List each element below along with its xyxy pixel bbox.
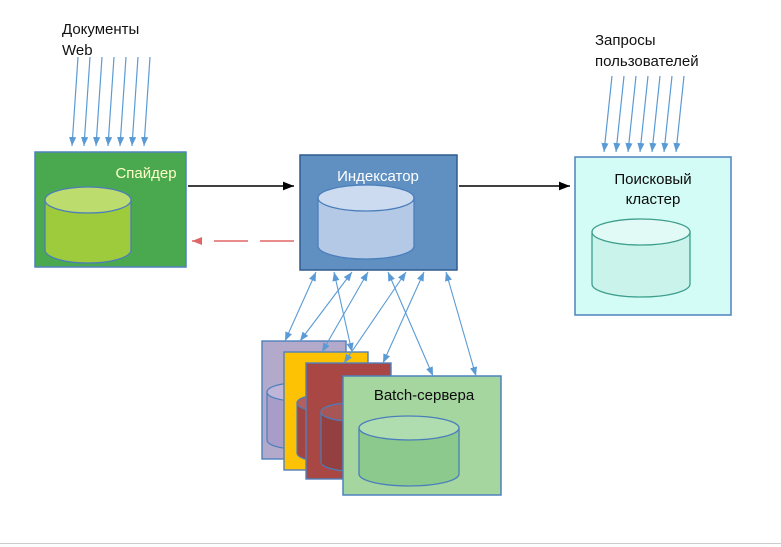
spider-database-cylinder-top xyxy=(44,186,132,214)
document-arrow xyxy=(141,56,151,147)
indexer-node: Индексатор xyxy=(299,154,458,271)
indexer-batch-arrows xyxy=(284,271,477,377)
web-documents-label-line1: Документы xyxy=(62,21,139,38)
query-arrow xyxy=(625,75,637,153)
document-arrow xyxy=(105,56,115,147)
query-arrow xyxy=(673,75,685,153)
query-arrow xyxy=(601,75,613,153)
web-documents-annotation: Документы Web xyxy=(62,21,139,59)
user-queries-label-line1: Запросы xyxy=(595,32,656,49)
batch-servers-cylinder-body xyxy=(358,427,460,487)
query-arrow xyxy=(661,75,673,153)
batch-servers-label: Batch-сервера xyxy=(374,387,475,404)
documents-to-spider-arrows xyxy=(69,56,151,147)
indexer-batch-arrow xyxy=(299,271,353,342)
web-documents-label-line2: Web xyxy=(62,42,93,59)
document-arrow xyxy=(93,56,103,147)
spider-database-cylinder-body xyxy=(44,199,132,264)
spider-node: Спайдер xyxy=(34,151,187,268)
query-arrow xyxy=(613,75,625,153)
document-arrow xyxy=(129,56,139,147)
indexer-database-cylinder-top xyxy=(317,184,415,212)
document-arrow xyxy=(117,56,127,147)
indexer-batch-arrow xyxy=(445,271,477,377)
search-cluster-node: Поисковый кластер xyxy=(574,156,732,316)
query-arrow xyxy=(649,75,661,153)
indexer-batch-arrow xyxy=(321,271,369,353)
indexer-database-cylinder-body xyxy=(317,197,415,260)
indexer-batch-arrow xyxy=(284,271,317,342)
queries-to-cluster-arrows xyxy=(601,75,685,153)
spider-label: Спайдер xyxy=(115,165,176,182)
document-arrow xyxy=(81,56,91,147)
batch-servers-node: Batch-сервера xyxy=(342,375,502,496)
indexer-batch-arrow xyxy=(343,271,407,364)
indexer-batch-arrow xyxy=(382,271,425,364)
batch-servers-cylinder-top xyxy=(358,415,460,441)
search-cluster-database-cylinder-body xyxy=(591,231,691,298)
search-cluster-database-cylinder-top xyxy=(591,218,691,246)
document-arrow xyxy=(69,56,79,147)
search-cluster-label-line1: Поисковый xyxy=(614,171,691,188)
user-queries-label-line2: пользователей xyxy=(595,53,699,70)
query-arrow xyxy=(637,75,649,153)
indexer-label: Индексатор xyxy=(337,168,419,185)
search-cluster-label-line2: кластер xyxy=(626,191,681,208)
user-queries-annotation: Запросы пользователей xyxy=(595,32,699,70)
